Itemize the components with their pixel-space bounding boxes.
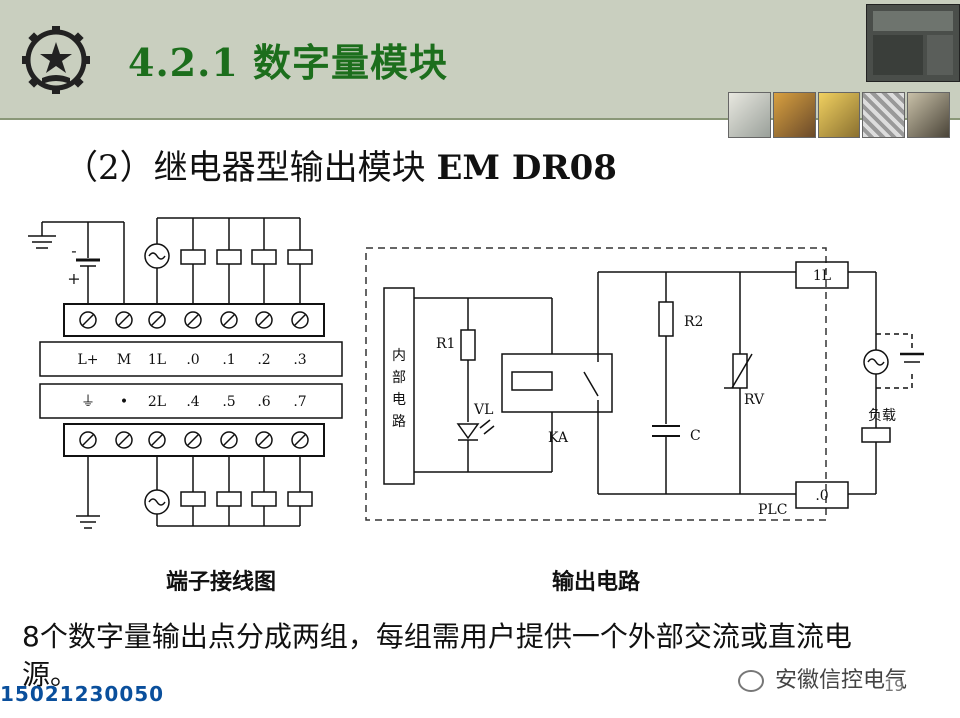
row1-label-4: .1 xyxy=(222,352,235,368)
r2-label: R2 xyxy=(684,314,703,330)
vl-label: VL xyxy=(473,402,493,418)
module-model: EM DR08 xyxy=(436,148,617,188)
c-label: C xyxy=(690,428,701,444)
r1-label: R1 xyxy=(436,336,455,352)
terminal-1l-box xyxy=(795,261,849,289)
description-text: 8个数字量输出点分成两组，每组需用户提供一个外部交流或直流电源。 xyxy=(22,620,852,691)
internal-circuit-label-2: 电 xyxy=(392,392,406,408)
rv-label: RV xyxy=(744,392,765,408)
ka-label: KA xyxy=(548,430,569,446)
dc-plus-label: + xyxy=(67,269,80,288)
internal-circuit-box xyxy=(383,287,415,485)
phone-number: 15021230050 xyxy=(0,682,165,706)
wechat-icon xyxy=(738,670,764,692)
row1-label-1: M xyxy=(117,352,131,368)
row2-label-6: .7 xyxy=(293,394,306,410)
row1-label-6: .3 xyxy=(293,352,306,368)
internal-circuit-label-3: 路 xyxy=(392,414,406,430)
dc-minus-label: - xyxy=(71,241,76,260)
header-divider xyxy=(0,118,960,120)
row2-label-1: • xyxy=(120,394,128,410)
plc-module-image xyxy=(866,4,960,82)
row1-label-3: .0 xyxy=(186,352,199,368)
school-logo-icon xyxy=(22,26,90,94)
subtitle: （2）继电器型输出模块 EM DR08 xyxy=(64,140,617,189)
watermark-text: 安徽信控电气 xyxy=(775,668,908,693)
terminal-0-box xyxy=(795,481,849,509)
plc-label: PLC xyxy=(758,502,787,518)
subtitle-text: （2）继电器型输出模块 xyxy=(64,148,426,188)
terminal-0-label: .0 xyxy=(815,488,828,504)
bottom-screw-terminals xyxy=(79,431,309,449)
row1-label-2: 1L xyxy=(148,352,166,368)
top-screw-terminals xyxy=(79,311,309,329)
internal-circuit-label-0: 内 xyxy=(392,348,406,364)
load-label: 负载 xyxy=(868,408,896,424)
page-number: 19 xyxy=(884,676,905,695)
watermark: 安徽信控电气 xyxy=(738,662,907,694)
output-circuit-caption: 输出电路 xyxy=(552,570,641,595)
row2-label-2: 2L xyxy=(148,394,166,410)
terminal-diagram-caption: 端子接线图 xyxy=(166,570,277,595)
decorative-thumbnails xyxy=(728,92,950,138)
plc-boundary xyxy=(365,247,827,521)
row1-label-5: .2 xyxy=(257,352,270,368)
row2-label-0: ⏚ xyxy=(81,394,95,410)
row2-label-4: .5 xyxy=(222,394,235,410)
row1-label-0: L+ xyxy=(77,352,98,368)
page-title: 4.2.1 数字量模块 xyxy=(128,40,449,85)
row2-label-3: .4 xyxy=(186,394,199,410)
row2-label-5: .6 xyxy=(257,394,270,410)
terminal-1l-label: 1L xyxy=(813,268,831,284)
internal-circuit-label-1: 部 xyxy=(392,370,406,386)
